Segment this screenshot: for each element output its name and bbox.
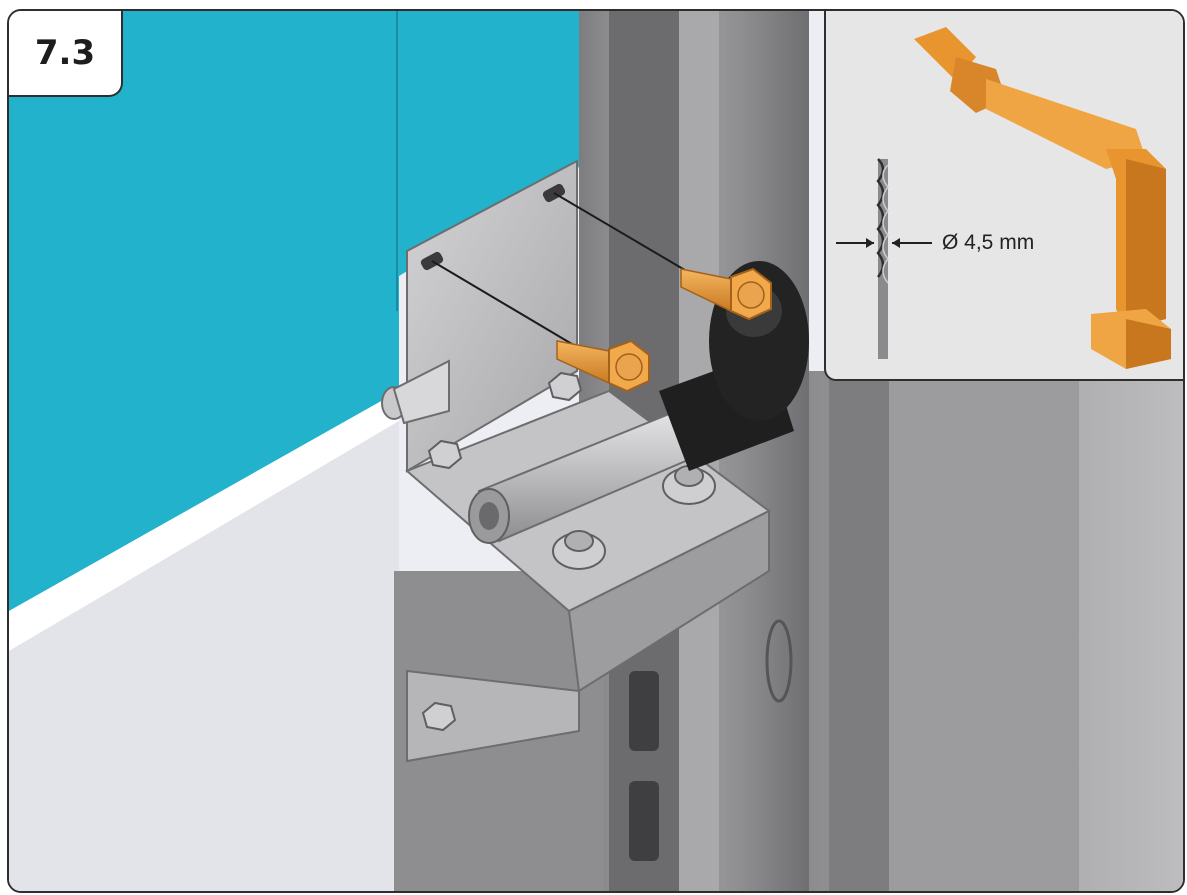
step-badge: 7.3 <box>9 11 123 97</box>
self-tapping-screw <box>680 267 772 321</box>
drill-bit-icon <box>836 158 932 359</box>
hex-socket-bit-icon <box>914 27 1171 369</box>
bracket-lower-plate <box>406 669 580 763</box>
hex-nut <box>547 371 583 402</box>
self-tapping-screw <box>556 339 650 393</box>
right-post-face <box>889 371 1079 891</box>
rail-slot <box>629 781 659 861</box>
hex-nut <box>552 530 606 570</box>
step-number: 7.3 <box>34 33 96 73</box>
door-panel <box>9 11 589 611</box>
floor-shadow <box>9 421 399 891</box>
rail-hole <box>765 619 793 703</box>
door-edge <box>9 391 399 651</box>
bracket-fold <box>567 509 770 693</box>
drill-diameter-label: Ø 4,5 mm <box>942 231 1035 254</box>
illustration-frame: 7.3 Ø 4,5 m <box>7 9 1185 893</box>
tool-inset: Ø 4,5 mm <box>824 11 1183 381</box>
rail-slot <box>629 671 659 751</box>
hinge-leaf <box>392 359 450 425</box>
hex-nut <box>427 439 463 470</box>
hex-nut <box>421 701 457 732</box>
